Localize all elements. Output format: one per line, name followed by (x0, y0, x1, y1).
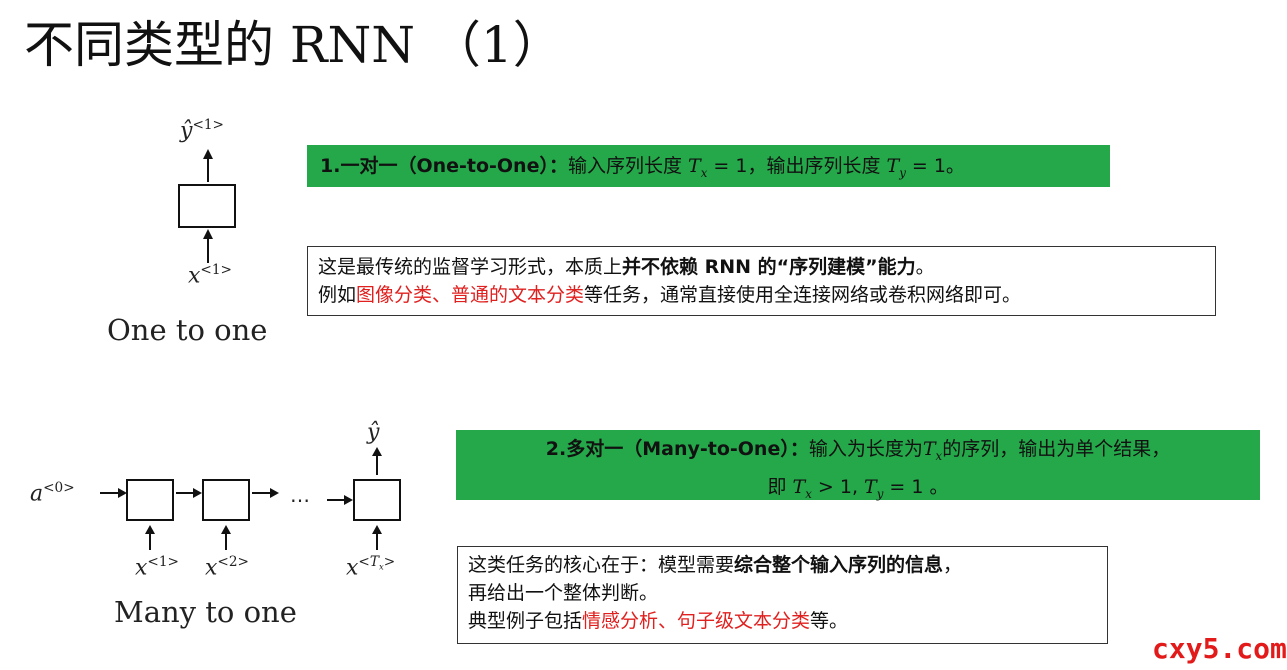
header-line-1: 2.多对一（Many-to-One）：输入为长度为Tx的序列，输出为单个结果， (545, 438, 1171, 463)
description-line-1: 这是最传统的监督学习形式，本质上并不依赖 RNN 的“序列建模”能力。 (318, 256, 935, 278)
a0-label: a<0> (30, 480, 75, 507)
description-line-2: 再给出一个整体判断。 (468, 582, 659, 604)
xT-label: x<Tx> (346, 554, 396, 581)
y-hat-label: ŷ<1> (180, 117, 224, 144)
x-input-label: x<1> (188, 262, 232, 289)
one-to-one-description: 这是最传统的监督学习形式，本质上并不依赖 RNN 的“序列建模”能力。 例如图像… (307, 246, 1216, 316)
many-to-one-diagram: ŷ a<0> ⋯ x<1 (20, 420, 440, 640)
many-to-one-graph (100, 447, 401, 550)
one-to-one-diagram: ŷ<1> x<1> One to one (100, 115, 300, 365)
x2-label: x<2> (205, 554, 249, 581)
one-to-one-header: 1.一对一（One-to-One）：输入序列长度 Tx = 1，输出序列长度 T… (307, 145, 1110, 187)
diagram-caption: Many to one (114, 595, 297, 629)
watermark: cxy5.com (1152, 632, 1287, 665)
description-line-1: 这类任务的核心在于：模型需要综合整个输入序列的信息， (468, 554, 963, 576)
description-line-2: 例如图像分类、普通的文本分类等任务，通常直接使用全连接网络或卷积网络即可。 (318, 284, 1022, 306)
header-line-2: 即 Tx > 1, Ty = 1 。 (767, 475, 949, 501)
y-hat-label: ŷ (367, 420, 380, 445)
ellipsis: ⋯ (290, 488, 310, 512)
one-to-one-graph (178, 149, 236, 263)
many-to-one-header: 2.多对一（Many-to-One）：输入为长度为Tx的序列，输出为单个结果， … (456, 430, 1260, 501)
description-line-3: 典型例子包括情感分析、句子级文本分类等。 (468, 610, 849, 632)
diagram-caption: One to one (107, 313, 268, 347)
page-title: 不同类型的 RNN （1） (24, 16, 563, 74)
x1-label: x<1> (135, 554, 179, 581)
many-to-one-description: 这类任务的核心在于：模型需要综合整个输入序列的信息， 再给出一个整体判断。 典型… (457, 546, 1108, 644)
